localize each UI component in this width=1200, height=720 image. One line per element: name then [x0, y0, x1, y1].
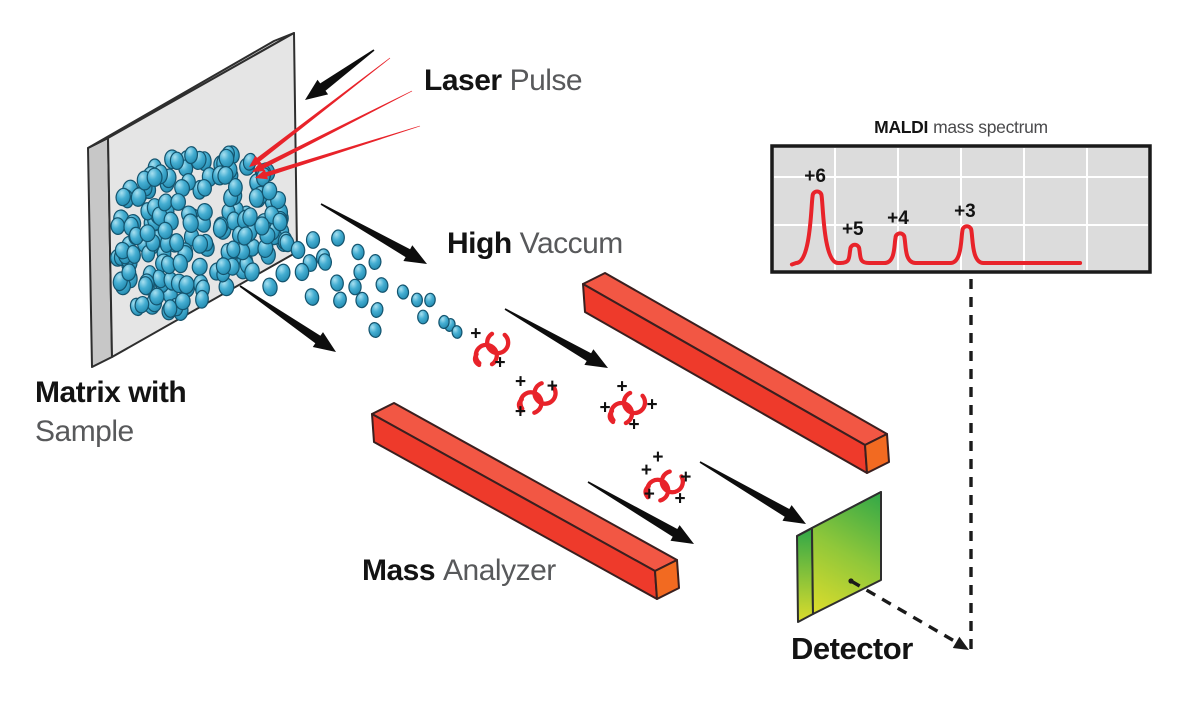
desorbed-dot-spray — [237, 205, 463, 339]
laser-pulse-label-bold: Laser — [424, 64, 502, 97]
matrix-sample-label: Matrix with Sample — [35, 373, 194, 451]
detector-front-face — [811, 491, 882, 615]
ion-charge-symbol: + — [628, 415, 639, 436]
ion-charge-symbol: + — [515, 372, 526, 393]
spectrum-panel — [770, 144, 1152, 274]
laser-beam — [255, 125, 421, 180]
laser-beams — [249, 57, 421, 180]
ion-charge-symbol: + — [644, 484, 655, 505]
ion-molecule: ++++ — [599, 377, 657, 436]
ion-molecules: ++++++++++++++ — [470, 324, 692, 510]
connector-arrowhead — [952, 636, 969, 650]
connector-diagonal — [850, 579, 957, 644]
ion-charge-symbol: + — [547, 376, 558, 397]
ion-charge-symbol: + — [470, 324, 481, 345]
ion-charge-symbol: + — [599, 398, 610, 419]
high-vacuum-label-bold: High — [447, 227, 512, 260]
ion-charge-symbol: + — [652, 447, 663, 468]
matrix-sample-label-bold: Matrix with — [35, 376, 187, 409]
laser-beam — [252, 90, 413, 172]
mass-analyzer-label-light: Analyzer — [443, 554, 556, 587]
spectrum-title-light: mass spectrum — [933, 117, 1048, 137]
high-vacuum-label-light: Vaccum — [519, 227, 624, 260]
flow-arrows — [239, 49, 806, 544]
ion-charge-symbol: + — [494, 353, 505, 374]
mass-analyzer-label-bold: Mass — [362, 554, 436, 587]
detector-side-face — [796, 527, 814, 623]
mass-analyzer-bar-top — [582, 272, 890, 474]
ion-charge-symbol: + — [641, 460, 652, 481]
bar-end-cap — [864, 433, 890, 474]
flow-arrow — [239, 285, 336, 352]
ion-molecule: +++++ — [641, 447, 692, 509]
flow-arrow — [504, 308, 608, 368]
spectrum-curve — [789, 189, 1083, 267]
bar-end-cap — [654, 559, 680, 600]
flow-arrow — [699, 461, 806, 524]
dashed-connector — [848, 274, 973, 650]
spectrum-trace — [789, 189, 1083, 267]
spectrum-title-bold: MALDI — [874, 117, 929, 137]
mass-analyzer-bar-bottom — [371, 402, 680, 600]
flow-arrow — [305, 49, 375, 100]
ion-molecule: + + + — [515, 372, 558, 423]
ion-charge-symbol: + — [616, 377, 627, 398]
ion-charge-symbol: + — [674, 488, 685, 509]
ion-molecule: ++ — [470, 324, 511, 374]
flow-arrow — [320, 203, 427, 264]
detector-plate — [796, 491, 882, 623]
ion-charge-symbol: + — [680, 467, 691, 488]
ion-charge-symbol: + — [646, 395, 657, 416]
matrix-sample-label-light: Sample — [35, 415, 134, 448]
laser-pulse-label-light: Pulse — [509, 64, 583, 97]
laser-beam — [249, 57, 391, 168]
flow-arrow — [587, 481, 694, 544]
ion-charge-symbol: + — [515, 402, 526, 423]
detector-label: Detector — [791, 631, 913, 666]
